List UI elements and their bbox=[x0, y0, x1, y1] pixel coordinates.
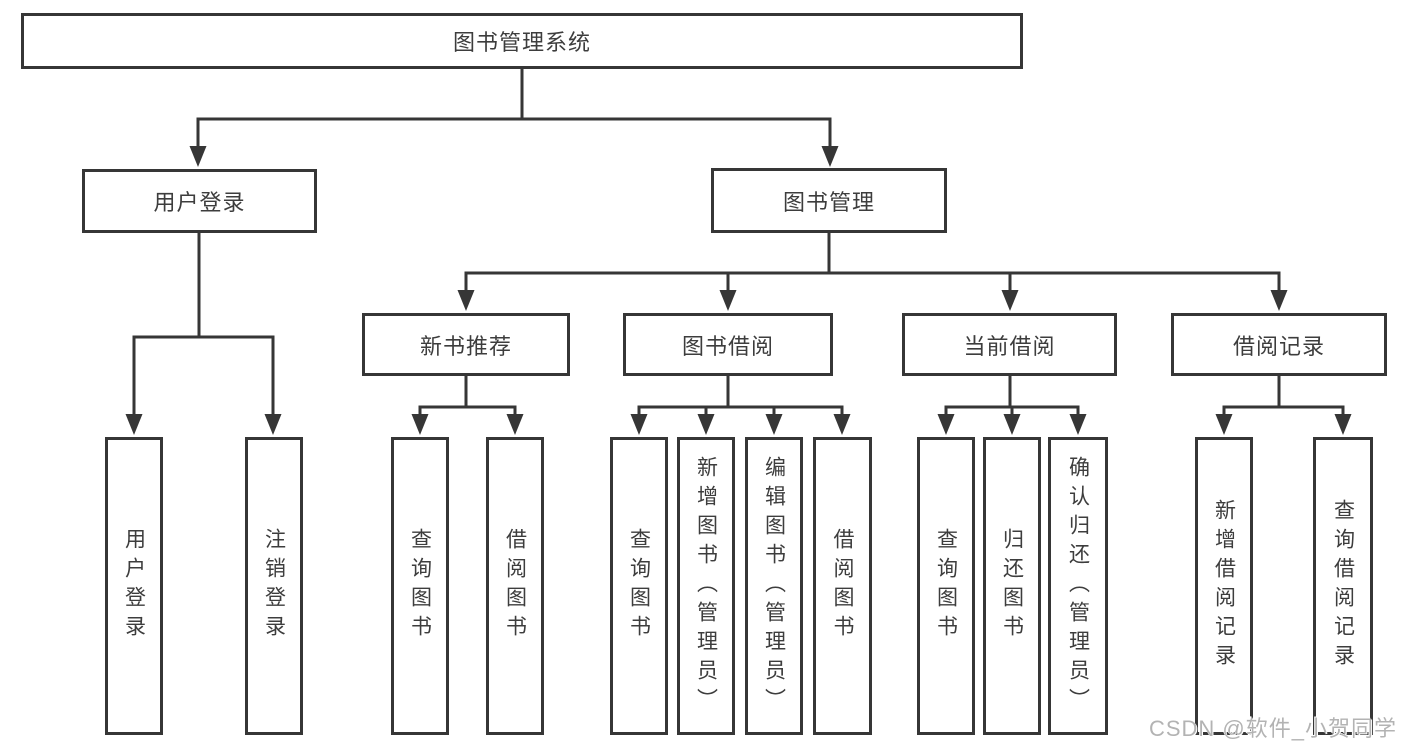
leaf-logout: 注销登录 bbox=[245, 437, 303, 735]
leaf-add-borrow-record: 新增借阅记录 bbox=[1195, 437, 1253, 735]
node-book-borrow: 图书借阅 bbox=[623, 313, 833, 376]
node-root: 图书管理系统 bbox=[21, 13, 1023, 69]
csdn-watermark: CSDN @软件_小贺同学 bbox=[1148, 716, 1397, 741]
arrowheads bbox=[125, 146, 1352, 435]
leaf-query-books-borrow: 查询图书 bbox=[610, 437, 668, 735]
leaf-query-books-current: 查询图书 bbox=[917, 437, 975, 735]
node-user-login: 用户登录 bbox=[82, 169, 317, 233]
leaf-return-books: 归还图书 bbox=[983, 437, 1041, 735]
leaf-query-borrow-record: 查询借阅记录 bbox=[1313, 437, 1373, 735]
node-new-book-recommend: 新书推荐 bbox=[362, 313, 570, 376]
node-book-management: 图书管理 bbox=[711, 168, 947, 233]
leaf-user-login: 用户登录 bbox=[105, 437, 163, 735]
leaf-borrow-books: 借阅图书 bbox=[813, 437, 872, 735]
leaf-query-books-newbook: 查询图书 bbox=[391, 437, 449, 735]
leaf-edit-books-admin: 编辑图书（管理员） bbox=[745, 437, 803, 735]
node-current-borrow: 当前借阅 bbox=[902, 313, 1117, 376]
leaf-add-books-admin: 新增图书（管理员） bbox=[677, 437, 735, 735]
node-borrow-records: 借阅记录 bbox=[1171, 313, 1387, 376]
leaf-confirm-return-admin: 确认归还（管理员） bbox=[1048, 437, 1108, 735]
leaf-borrow-books-newbook: 借阅图书 bbox=[486, 437, 544, 735]
